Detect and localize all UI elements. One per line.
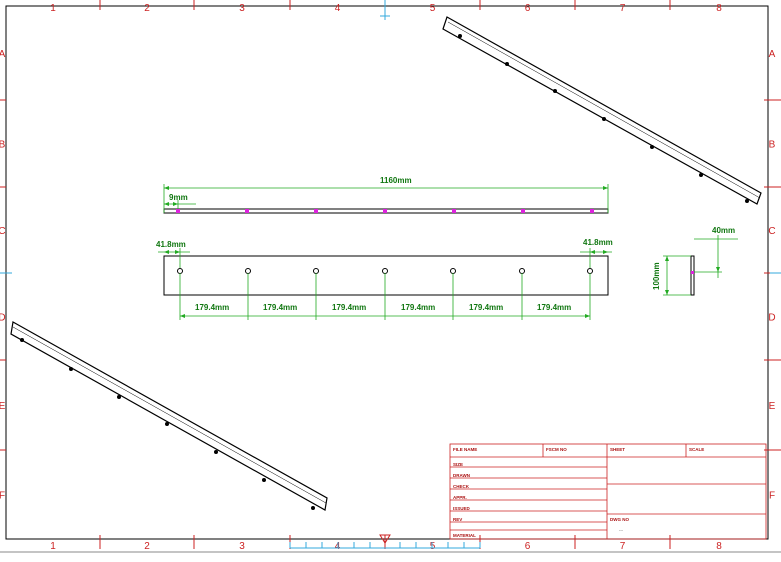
tb-field-label: SIZE [453,462,463,467]
title-block [449,443,767,540]
zone-label: 6 [525,3,531,14]
dim-hole-spacing: 179.4mm [195,303,229,312]
zone-label: E [769,401,776,412]
zone-label: 3 [239,541,245,552]
zone-label: 7 [620,3,626,14]
zone-label: 4 [335,3,341,14]
tb-fscm-label: FSCM NO [546,447,567,452]
zone-label: C [768,226,775,237]
zone-label: D [768,313,775,324]
tb-field-label: ISSUED [453,506,471,511]
top-view [163,208,609,214]
tb-field-label: CHECK [453,484,470,489]
dim-hole-spacing: 179.4mm [469,303,503,312]
dimension-arrows [164,186,720,318]
zone-label: B [0,140,6,151]
zone-ticks [0,0,781,549]
dim-height: 100mm [652,262,661,290]
zone-label: 6 [525,541,531,552]
dim-slot-offset: 9mm [169,193,188,202]
dim-right-edge-offset: 41.8mm [583,238,613,247]
dim-hole-spacing: 179.4mm [332,303,366,312]
zone-label: 8 [716,3,722,14]
zone-label: 7 [620,541,626,552]
tb-scale-label: SCALE [689,447,704,452]
tb-sheet-label: SHEET [610,447,625,452]
tb-field-label: MATERIAL [453,533,476,538]
zone-label: 5 [430,3,436,14]
isometric-bar-top-right [442,16,762,205]
tb-dwg-label: DWG NO [610,517,629,522]
dim-hole-spacing: 179.4mm [401,303,435,312]
tb-field-label: APPR. [453,495,467,500]
side-view [690,255,695,296]
zone-label: 8 [716,541,722,552]
dim-hole-spacing: 179.4mm [537,303,571,312]
zone-label: 1 [50,3,56,14]
isometric-bar-bottom-left [10,321,328,511]
dim-side-width: 40mm [712,226,735,235]
dimension-texts: 1160mm 9mm 41.8mm 41.8mm 179.4mm 179.4mm… [156,176,735,312]
tb-field-label: DRAWN [453,473,470,478]
zone-label: 3 [239,3,245,14]
dim-overall-length: 1160mm [380,176,412,185]
front-view [163,255,609,296]
zone-label: D [0,313,6,324]
zone-label: F [769,491,775,502]
zone-label: C [0,226,6,237]
tb-dwg-value: --- [619,527,624,532]
tb-field-label: FILE NAME [453,447,477,452]
zone-label: A [0,49,6,60]
center-marks [0,0,781,549]
dimension-lines [158,184,738,320]
zone-label: 1 [50,541,56,552]
title-block-labels: FILE NAME SIZE DRAWN CHECK APPR. ISSUED REV MAT… [453,447,477,538]
center-arrow [379,534,391,544]
tb-field-label: REV [453,517,462,522]
zone-label: 2 [144,3,150,14]
zone-label: A [769,49,776,60]
zone-label: 5 [430,541,436,552]
zone-label: E [0,401,6,412]
dim-left-edge-offset: 41.8mm [156,240,186,249]
zone-label: B [769,140,776,151]
dim-hole-spacing: 179.4mm [263,303,297,312]
zone-label: F [0,491,5,502]
zone-label: 2 [144,541,150,552]
